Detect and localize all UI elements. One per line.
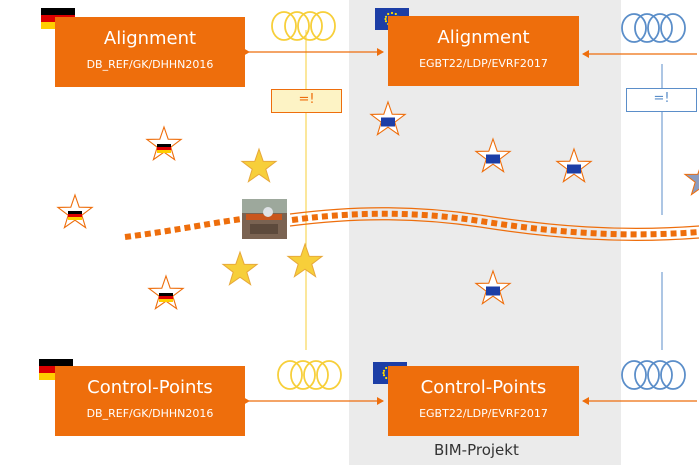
equality-check-blue: =! [626,88,697,112]
star-icon [146,126,182,161]
track-dashed-right [291,210,699,238]
bim-project-caption: BIM-Projekt [434,441,519,459]
box-subtitle: DB_REF/GK/DHHN2016 [86,407,214,420]
chain-link-icon [621,360,686,390]
equality-check-gold: =! [271,89,342,113]
box-title: Alignment [437,27,530,48]
star-icon [222,251,258,286]
alignment-eu-box: Alignment EGBT22/LDP/EVRF2017 [388,16,579,86]
box-subtitle: EGBT22/LDP/EVRF2017 [419,407,548,420]
box-title: Alignment [103,28,197,49]
star-icon [148,275,184,310]
chain-link-icon [621,13,686,43]
track-outline-upper [289,207,699,229]
star-icon [241,148,277,183]
chain-link-icon [277,360,342,390]
box-subtitle: EGBT22/LDP/EVRF2017 [419,57,548,70]
box-title: Control-Points [87,377,213,398]
star-icon [684,161,699,196]
star-icon [287,243,323,278]
control-points-de-box: Control-Points DB_REF/GK/DHHN2016 [55,366,245,436]
alignment-de-box: Alignment DB_REF/GK/DHHN2016 [55,17,245,87]
chain-link-icon [271,11,336,41]
control-points-eu-box: Control-Points EGBT22/LDP/EVRF2017 [388,366,579,436]
box-subtitle: DB_REF/GK/DHHN2016 [86,58,214,71]
box-title: Control-Points [420,377,547,398]
track-dashed-left [124,215,251,240]
survey-photo-icon [242,199,287,239]
track-outline-lower [289,219,699,241]
